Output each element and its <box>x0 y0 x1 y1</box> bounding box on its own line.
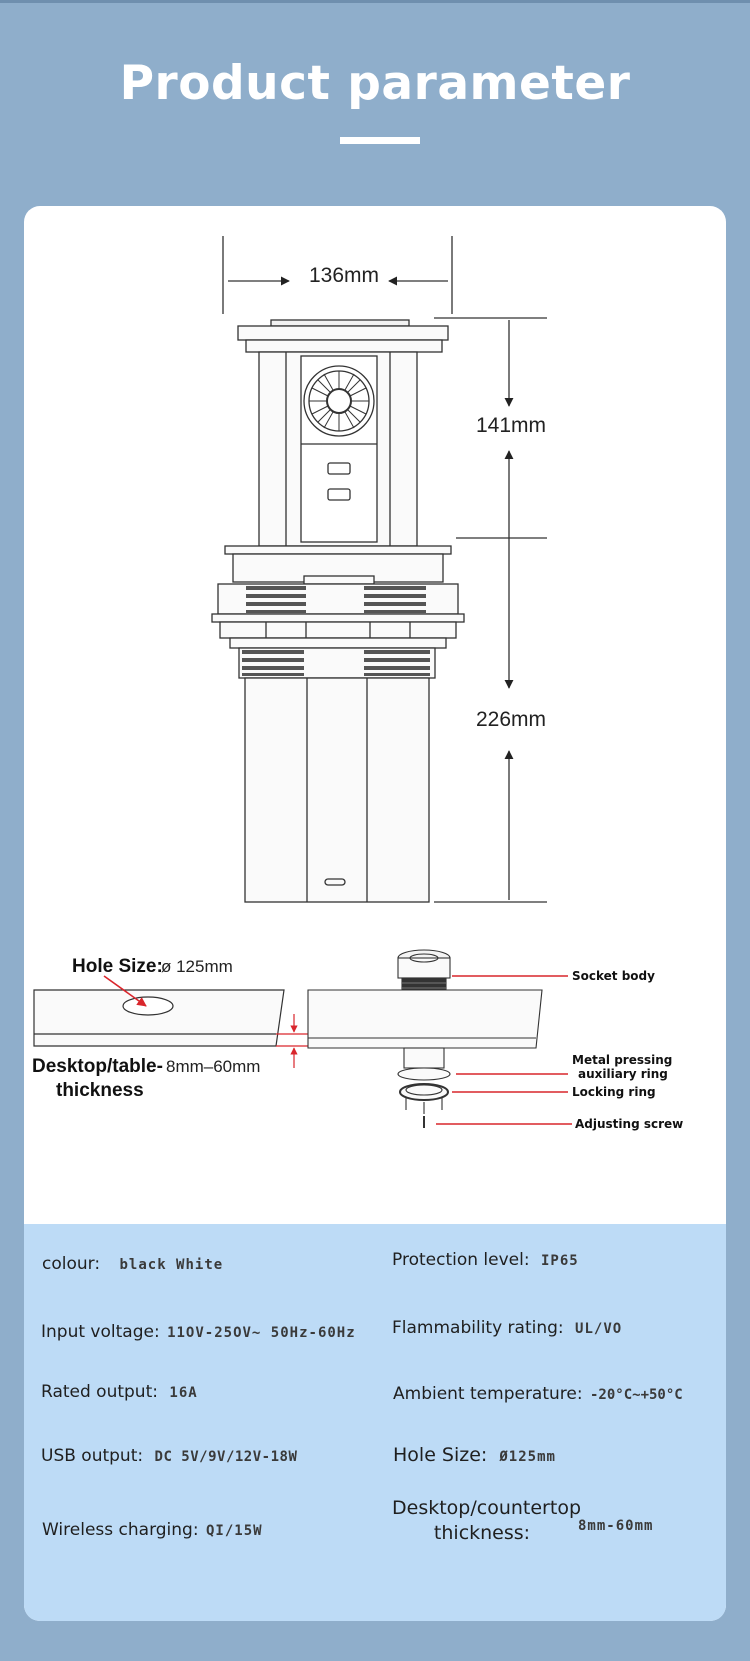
exploded-install-drawing <box>307 949 572 1128</box>
param-usb-output-label: USB output: <box>41 1446 144 1466</box>
desktop-thickness-value: 8mm–60mm <box>166 1057 260 1076</box>
param-protection-label: Protection level: <box>392 1250 530 1270</box>
param-flammability-label: Flammability rating: <box>392 1318 564 1338</box>
param-wireless-label: Wireless charging: <box>42 1520 199 1540</box>
param-input-voltage: Input voltage: 11OV-25OV~ 50Hz-60Hz <box>41 1322 356 1342</box>
param-wireless: Wireless charging: QI/15W <box>42 1520 263 1540</box>
param-ambient-temp: Ambient temperature: -20°C~+50°C <box>393 1384 683 1404</box>
param-protection-value: IP65 <box>540 1253 579 1269</box>
hole-size-value: ø 125mm <box>161 957 233 976</box>
param-input-voltage-value: 11OV-25OV~ 50Hz-60Hz <box>167 1325 356 1341</box>
param-hole-size-value: Ø125mm <box>499 1449 556 1465</box>
parameters-panel: colour: black White Protection level: IP… <box>24 1224 726 1621</box>
param-hole-size: Hole Size: Ø125mm <box>393 1444 556 1466</box>
param-desktop-thickness-value: 8mm-60mm <box>578 1518 654 1534</box>
param-colour-value: black White <box>119 1257 224 1273</box>
param-colour: colour: black White <box>42 1254 223 1274</box>
param-input-voltage-label: Input voltage: <box>41 1322 160 1342</box>
upper-height-dimension-label: 141mm <box>476 414 546 437</box>
top-edge-line <box>0 0 750 3</box>
desktop-thickness-label-2: thickness <box>56 1080 144 1101</box>
param-desktop-thickness: Desktop/countertop thickness: <box>392 1496 581 1546</box>
dimension-diagram: 136mm 141mm 226mm Hole Size: ø 125mm Des… <box>32 236 683 1131</box>
lower-height-dimension-label: 226mm <box>476 708 546 731</box>
desktop-thickness-label: Desktop/table- <box>32 1056 163 1077</box>
width-dimension-label: 136mm <box>309 264 379 287</box>
param-rated-output-value: 16A <box>169 1385 198 1401</box>
part-adjusting-screw: Adjusting screw <box>575 1117 683 1131</box>
param-desktop-thickness-label-1: Desktop/countertop <box>392 1497 581 1519</box>
param-rated-output: Rated output: 16A <box>41 1382 198 1402</box>
part-metal-ring-line1: Metal pressing <box>572 1053 672 1067</box>
part-socket-body: Socket body <box>572 969 655 983</box>
param-wireless-value: QI/15W <box>205 1523 263 1539</box>
socket-tower-drawing <box>211 236 547 903</box>
desktop-hole-drawing <box>33 975 314 1068</box>
param-protection: Protection level: IP65 <box>392 1250 579 1270</box>
param-ambient-temp-label: Ambient temperature: <box>393 1384 583 1404</box>
param-flammability-value: UL/VO <box>575 1321 623 1337</box>
param-usb-output-value: DC 5V/9V/12V-18W <box>154 1449 298 1465</box>
part-locking-ring: Locking ring <box>572 1085 656 1099</box>
param-flammability: Flammability rating: UL/VO <box>392 1318 622 1338</box>
param-usb-output: USB output: DC 5V/9V/12V-18W <box>41 1446 297 1466</box>
part-metal-ring-line2: auxiliary ring <box>578 1067 668 1081</box>
param-colour-label: colour: <box>42 1254 101 1274</box>
product-card: 136mm 141mm 226mm Hole Size: ø 125mm Des… <box>24 206 726 1621</box>
hole-size-label: Hole Size: <box>72 956 163 977</box>
title-underline <box>340 137 420 144</box>
param-rated-output-label: Rated output: <box>41 1382 158 1402</box>
param-ambient-temp-value: -20°C~+50°C <box>590 1387 683 1403</box>
page-title: Product parameter <box>119 56 631 111</box>
param-hole-size-label: Hole Size: <box>393 1444 488 1466</box>
param-desktop-thickness-label-2: thickness: <box>433 1522 531 1544</box>
